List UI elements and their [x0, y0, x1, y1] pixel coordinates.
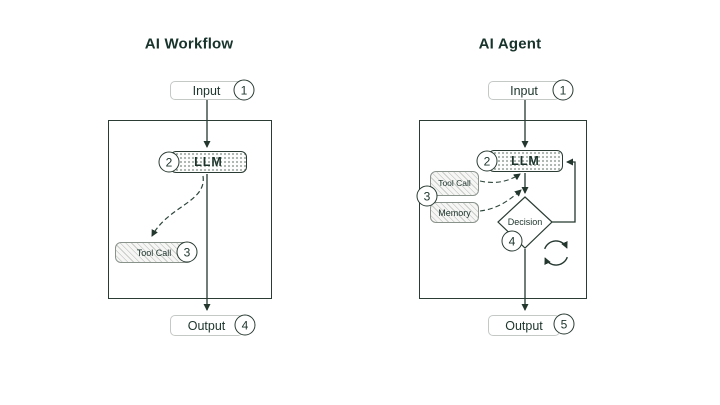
- workflow-frame: [108, 120, 272, 299]
- workflow-llm-label: LLM: [194, 155, 223, 169]
- workflow-toolcall-node: Tool Call: [115, 242, 193, 263]
- workflow-output-label: Output: [187, 318, 226, 333]
- agent-frame: [419, 120, 587, 299]
- workflow-input-label: Input: [192, 83, 221, 98]
- agent-llm-label: LLM: [511, 154, 540, 168]
- workflow-step-badge-2: 2: [158, 151, 180, 173]
- workflow-step-badge-1: 1: [233, 79, 255, 101]
- agent-title: AI Agent: [478, 35, 542, 53]
- agent-output-label: Output: [505, 318, 543, 333]
- workflow-step-badge-3: 3: [176, 241, 198, 263]
- workflow-input-node: Input: [170, 81, 243, 100]
- workflow-title: AI Workflow: [144, 35, 234, 53]
- agent-step-badge-4: 4: [501, 230, 523, 252]
- workflow-output-node: Output: [170, 315, 243, 336]
- agent-step-badge-1: 1: [552, 79, 574, 101]
- agent-input-label: Input: [510, 83, 538, 98]
- agent-memory-node: Memory: [430, 202, 479, 223]
- agent-decision-label: Decision: [507, 217, 543, 227]
- workflow-toolcall-label: Tool Call: [136, 247, 172, 258]
- workflow-llm-node: LLM: [170, 151, 247, 173]
- agent-step-badge-2: 2: [476, 150, 498, 172]
- agent-toolcall-node: Tool Call: [430, 171, 479, 196]
- agent-step-badge-5: 5: [553, 313, 575, 335]
- agent-step-badge-3: 3: [416, 185, 438, 207]
- agent-output-node: Output: [488, 315, 560, 336]
- workflow-step-badge-4: 4: [234, 314, 256, 336]
- agent-toolcall-label: Tool Call: [438, 178, 471, 189]
- agent-llm-node: LLM: [488, 150, 563, 172]
- agent-input-node: Input: [488, 81, 560, 100]
- agent-memory-label: Memory: [438, 207, 471, 218]
